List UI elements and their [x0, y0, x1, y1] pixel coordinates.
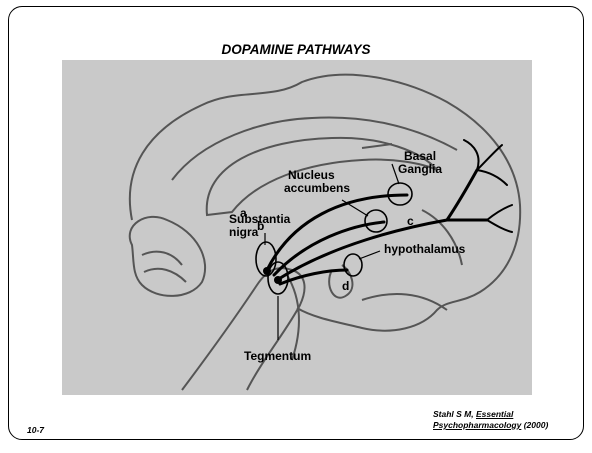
- substantia-label-line2: nigra: [229, 226, 290, 239]
- slide-title: DOPAMINE PATHWAYS: [9, 42, 583, 57]
- pathway-b-line: [274, 222, 384, 275]
- pathway-d-label: d: [342, 280, 349, 293]
- hypothalamus-circle: [344, 254, 362, 276]
- citation-title-2: Psychopharmacology: [433, 420, 521, 430]
- diagram-panel: Basal Ganglia Nucleus accumbens a b c d …: [62, 60, 532, 395]
- temporal-lobe: [362, 294, 447, 310]
- nucleus-label-line2: accumbens: [284, 182, 350, 195]
- cerebellum-folds: [142, 252, 186, 282]
- citation: Stahl S M, Essential Psychopharmacology …: [433, 409, 548, 431]
- hypothalamus-leader: [359, 251, 380, 259]
- brain-diagram: [62, 60, 532, 395]
- cerebellum: [130, 217, 205, 296]
- nucleus-accumbens-label: Nucleus accumbens: [284, 169, 350, 195]
- slide-number: 10-7: [27, 425, 44, 435]
- pathway-c-label: c: [407, 215, 414, 228]
- substantia-nigra-label: Substantia nigra: [229, 213, 290, 239]
- hypothalamus-label: hypothalamus: [384, 243, 465, 256]
- citation-author: Stahl S M,: [433, 409, 474, 419]
- frontal-fold: [422, 210, 462, 265]
- tegmentum-dot: [274, 276, 282, 284]
- tegmentum-label: Tegmentum: [244, 350, 311, 363]
- substantia-nigra-dot: [263, 267, 271, 275]
- frontal-projections: [464, 140, 512, 232]
- citation-title-1: Essential: [476, 409, 513, 419]
- basal-label-line2: Ganglia: [398, 163, 442, 176]
- basal-ganglia-label: Basal Ganglia: [398, 150, 442, 176]
- basal-line: [362, 144, 392, 148]
- slide: DOPAMINE PATHWAYS: [8, 6, 584, 440]
- citation-year: (2000): [524, 420, 549, 430]
